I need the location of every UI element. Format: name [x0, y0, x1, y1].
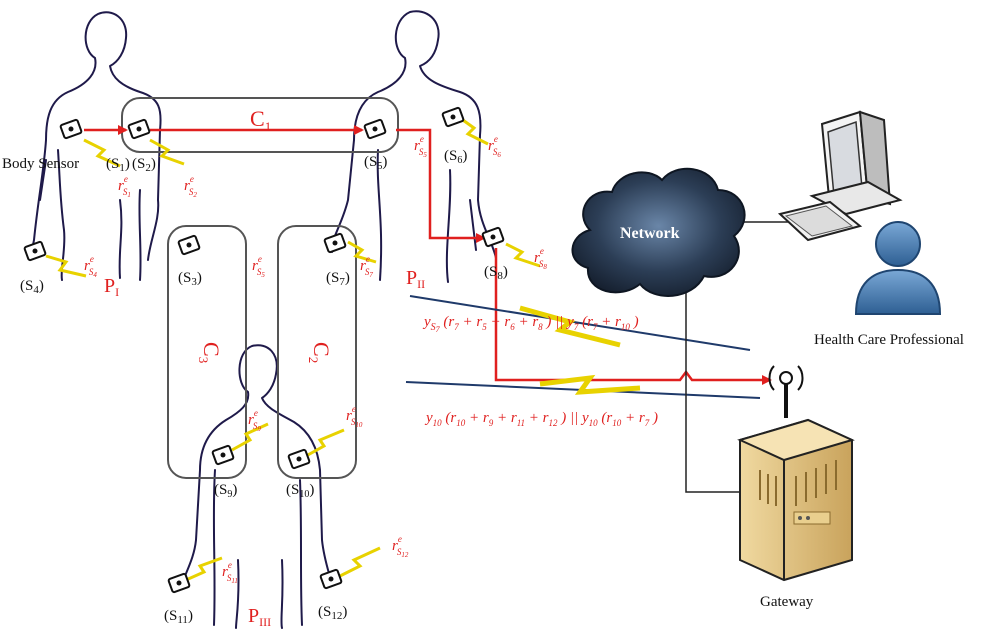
- sensor-s6-label: (S6): [444, 148, 467, 166]
- sensor-s9-label: (S9): [214, 482, 237, 500]
- sensor-s12-label: (S12): [318, 604, 347, 622]
- sensor-s1-label: (S1): [106, 156, 130, 174]
- person-1-label: PI: [104, 275, 119, 299]
- person-1-outline: [31, 11, 162, 281]
- sensor-s3-label: (S3): [178, 270, 202, 288]
- gateway-icon: [737, 365, 855, 582]
- formula-lower: y10 (r10 + r9 + r11 + r12 ) || y10 (r10 …: [424, 410, 658, 430]
- sensor-devices: [23, 106, 505, 594]
- person-3-outline: [181, 344, 333, 629]
- body-sensor-label: Body Sensor: [2, 156, 79, 172]
- person-3-label: PIII: [248, 605, 271, 629]
- cluster-c3-box: [167, 225, 247, 479]
- professional-label: Health Care Professional: [814, 332, 964, 348]
- sensor-s7-label: (S7): [326, 270, 350, 288]
- routing-path: [84, 125, 772, 385]
- network-label: Network: [620, 225, 680, 242]
- sensor-s8-label: (S8): [484, 264, 508, 282]
- cluster-c2-box: [277, 225, 357, 479]
- sensor-s10-label: (S10): [286, 482, 314, 500]
- sensor-bolts: [45, 116, 541, 582]
- sensor-s2-label: (S2): [132, 156, 156, 174]
- cluster-c3-label: C3: [196, 342, 224, 363]
- sensor-s11-label: (S11): [164, 608, 193, 626]
- gateway-label: Gateway: [760, 594, 814, 610]
- person-2-outline: [330, 10, 497, 283]
- network-cloud-icon: Network: [571, 167, 746, 297]
- professional-icon: [854, 221, 942, 315]
- cluster-c1-label: C1: [250, 106, 271, 134]
- computer-icon: [777, 110, 903, 242]
- sensor-s5-label: (S5): [364, 154, 387, 172]
- cluster-c2-label: C2: [306, 342, 334, 363]
- wireless-link-lower: [405, 374, 761, 399]
- person-2-label: PII: [406, 267, 425, 291]
- wireless-link-upper: [409, 295, 751, 351]
- formula-upper: yS7 (r7 + r5 + r6 + r8 ) || y7 (r7 + r10…: [422, 314, 639, 336]
- sensor-s4-label: (S4): [20, 278, 44, 296]
